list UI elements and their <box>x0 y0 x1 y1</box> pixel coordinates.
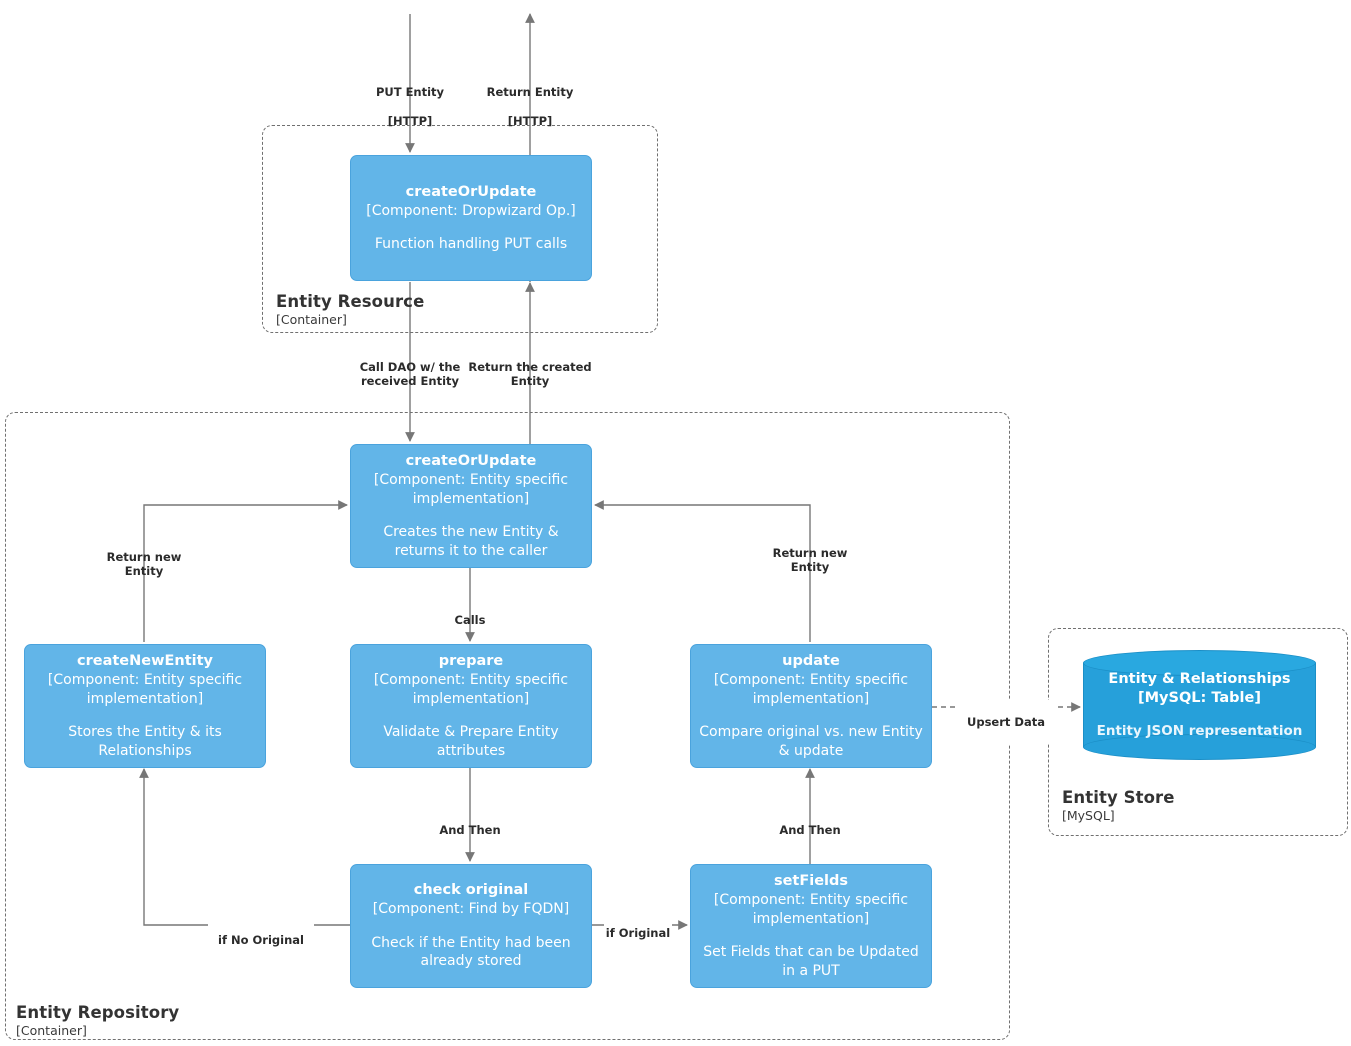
boundary-title: Entity Resource <box>276 292 425 311</box>
edge-label-text: if Original <box>605 925 671 940</box>
component-name: createNewEntity <box>76 653 213 669</box>
edge-return-new-entity-left <box>143 500 348 642</box>
edge-label-return-entity: Return Entity [HTTP] <box>470 70 590 143</box>
boundary-entity-resource <box>262 125 658 333</box>
edge-label-tech: [HTTP] <box>507 113 553 128</box>
edge-label-if-original: if Original <box>604 911 672 955</box>
edge-label-text: if No Original <box>218 932 304 947</box>
edge-label-text: PUT Entity <box>375 84 445 99</box>
edge-label-text: Upsert Data <box>967 714 1045 729</box>
component-resource-create-or-update[interactable]: createOrUpdate [Component: Dropwizard Op… <box>350 155 592 281</box>
component-description: Compare original vs. new Entity & update <box>699 724 923 759</box>
edge-label-text: Return the created Entity <box>468 359 592 389</box>
component-technology: [Component: Dropwizard Op.] <box>366 202 576 219</box>
edge-label-text: Return new Entity <box>106 549 182 579</box>
datastore-name: Entity & Relationships <box>1108 671 1291 687</box>
component-update[interactable]: update [Component: Entity specific imple… <box>690 644 932 768</box>
edge-label-text: And Then <box>779 822 841 837</box>
component-repo-create-or-update[interactable]: createOrUpdate [Component: Entity specif… <box>350 444 592 568</box>
component-set-fields[interactable]: setFields [Component: Entity specific im… <box>690 864 932 988</box>
component-description: Check if the Entity had been already sto… <box>371 934 571 970</box>
component-technology: [Component: Entity specific implementati… <box>47 672 243 707</box>
component-technology: [Component: Entity specific implementati… <box>373 672 569 707</box>
component-technology: [Component: Entity specific implementati… <box>713 672 909 707</box>
boundary-title: Entity Repository <box>16 1003 180 1022</box>
component-create-new-entity[interactable]: createNewEntity [Component: Entity speci… <box>24 644 266 768</box>
component-check-original[interactable]: check original [Component: Find by FQDN]… <box>350 864 592 988</box>
boundary-entity-resource-label: Entity Resource [Container] <box>276 292 424 328</box>
cylinder-body <box>1083 663 1316 747</box>
boundary-subtitle: [Container] <box>16 1023 87 1038</box>
component-name: createOrUpdate <box>405 453 537 469</box>
cylinder-top <box>1083 650 1316 676</box>
edge-label-and-then-left: And Then <box>430 808 510 852</box>
component-technology: [Component: Entity specific implementati… <box>373 472 569 507</box>
edge-label-text: Return new Entity <box>772 545 848 575</box>
edge-label-text: And Then <box>439 822 501 837</box>
boundary-entity-store-label: Entity Store [MySQL] <box>1062 788 1175 824</box>
edge-label-and-then-right: And Then <box>770 808 850 852</box>
component-technology: [Component: Entity specific implementati… <box>713 892 909 927</box>
edge-label-return-created-entity: Return the created Entity <box>466 345 594 403</box>
edge-label-put-entity: PUT Entity [HTTP] <box>350 70 470 143</box>
edge-label-call-dao: Call DAO w/ the received Entity <box>350 345 470 403</box>
edge-label-if-no-original: if No Original <box>208 918 314 962</box>
component-technology: [Component: Find by FQDN] <box>372 901 570 918</box>
component-name: prepare <box>438 653 504 669</box>
edge-label-text: Calls <box>454 612 486 627</box>
datastore-entity-table[interactable]: Entity & Relationships [MySQL: Table] En… <box>1083 650 1316 760</box>
component-description: Validate & Prepare Entity attributes <box>383 724 559 759</box>
component-description: Set Fields that can be Updated in a PUT <box>703 944 919 979</box>
datastore-description: Entity JSON representation <box>1096 723 1303 739</box>
edge-label-upsert-data: Upsert Data <box>958 700 1054 744</box>
edge-label-return-new-entity-left: Return new Entity <box>104 535 184 593</box>
boundary-subtitle: [MySQL] <box>1062 808 1115 823</box>
component-description: Stores the Entity & its Relationships <box>68 724 222 759</box>
component-name: setFields <box>773 873 849 889</box>
component-description: Function handling PUT calls <box>374 236 568 252</box>
component-name: update <box>782 653 840 669</box>
boundary-subtitle: [Container] <box>276 312 347 327</box>
edge-label-tech: [HTTP] <box>387 113 433 128</box>
component-name: createOrUpdate <box>405 183 537 200</box>
boundary-title: Entity Store <box>1062 788 1175 807</box>
edge-label-text: Call DAO w/ the received Entity <box>359 359 461 389</box>
component-name: check original <box>413 882 529 899</box>
edge-label-return-new-entity-right: Return new Entity <box>770 531 850 589</box>
boundary-entity-repository-label: Entity Repository [Container] <box>16 1003 179 1039</box>
edge-label-calls: Calls <box>430 598 510 642</box>
edge-label-text: Return Entity <box>486 84 574 99</box>
edge-return-new-entity-right <box>594 500 811 642</box>
component-prepare[interactable]: prepare [Component: Entity specific impl… <box>350 644 592 768</box>
component-description: Creates the new Entity & returns it to t… <box>383 524 559 559</box>
datastore-technology: [MySQL: Table] <box>1138 690 1261 706</box>
cylinder-bottom <box>1083 734 1316 760</box>
